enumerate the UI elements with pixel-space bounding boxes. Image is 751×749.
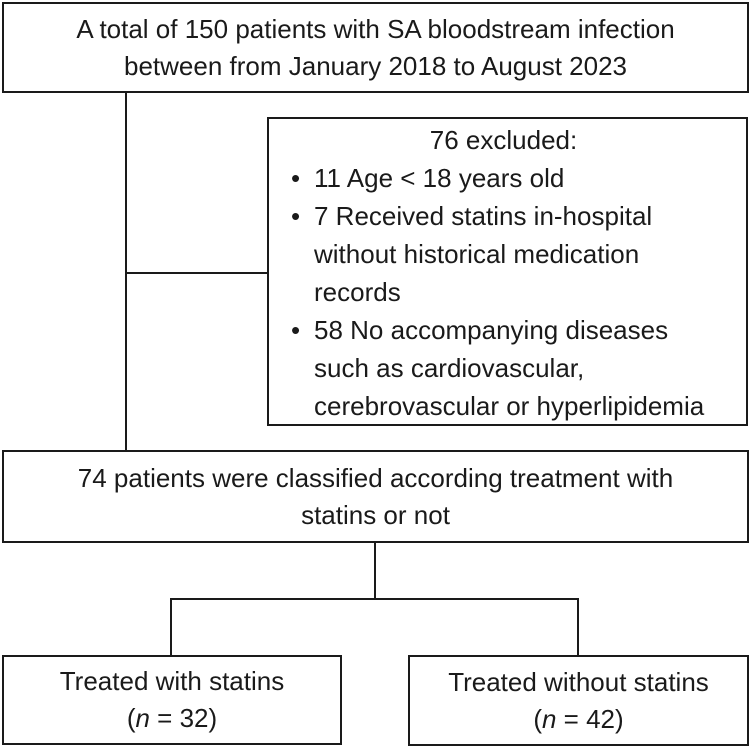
classified-line-2: statins or not [301, 499, 450, 530]
n-value: = 42) [556, 703, 624, 734]
excluded-item-line: 11 Age < 18 years old [314, 163, 565, 193]
excluded-item-line: records [314, 277, 401, 307]
no-statins-label: Treated without statins [448, 666, 709, 697]
no-statins-n-count: (n = 42) [533, 701, 623, 738]
n-prefix: ( [126, 703, 136, 733]
connector-vertical-left-branch [170, 599, 172, 655]
total-patients-line-1: A total of 150 patients with SA bloodstr… [76, 13, 675, 44]
n-value: = 32) [149, 703, 218, 733]
flow-box-total-patients: A total of 150 patients with SA bloodstr… [2, 2, 749, 93]
flow-box-treated-with-statins: Treated with statins (n = 32) [2, 655, 342, 745]
excluded-item-line: such as cardiovascular, [314, 353, 585, 383]
connector-vertical-main [125, 93, 127, 450]
n-symbol: n [541, 703, 557, 734]
bullet-icon: • [291, 163, 301, 193]
excluded-item-statins-in-hospital: • 7 Received statins in-hospital without… [269, 197, 738, 311]
excluded-item-age: • 11 Age < 18 years old [269, 159, 738, 197]
classified-line-1: 74 patients were classified according tr… [77, 462, 674, 493]
flow-box-treated-without-statins: Treated without statins (n = 42) [408, 655, 749, 746]
total-patients-line-2: between from January 2018 to August 2023 [123, 50, 627, 81]
connector-horizontal-excluded [125, 272, 269, 274]
excluded-item-no-diseases: • 58 No accompanying diseases such as ca… [269, 311, 738, 425]
statins-n-count: (n = 32) [127, 700, 217, 737]
n-symbol: n [135, 703, 150, 733]
connector-horizontal-split-bar [170, 598, 579, 600]
flow-box-excluded: 76 excluded: • 11 Age < 18 years old • 7… [267, 117, 748, 426]
n-prefix: ( [533, 703, 542, 734]
statins-label: Treated with statins [59, 666, 285, 696]
connector-vertical-right-branch [577, 599, 579, 655]
excluded-item-line: cerebrovascular or hyperlipidemia [314, 391, 705, 421]
excluded-item-line: without historical medication [314, 239, 640, 269]
excluded-item-line: 58 No accompanying diseases [314, 315, 669, 345]
flow-box-classified: 74 patients were classified according tr… [2, 450, 749, 543]
bullet-icon: • [291, 315, 301, 345]
connector-vertical-split-stem [374, 543, 376, 600]
excluded-item-line: 7 Received statins in-hospital [314, 201, 653, 231]
excluded-title: 76 excluded: [429, 125, 578, 155]
bullet-icon: • [291, 201, 301, 231]
